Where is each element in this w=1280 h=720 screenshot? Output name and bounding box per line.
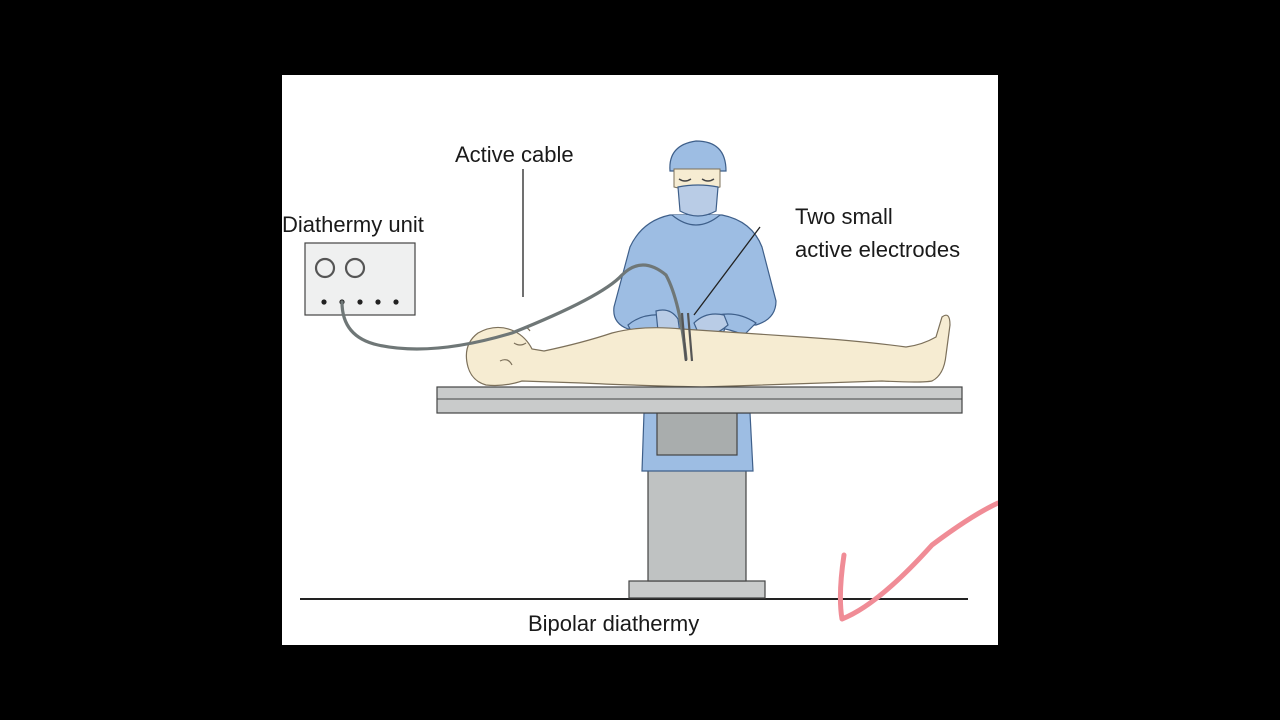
pedestal-upper [656,412,738,456]
diagram-caption: Bipolar diathermy [528,611,700,636]
unit-dial-right [344,257,366,279]
label-diathermy-unit: Diathermy unit [282,212,424,237]
label-electrodes-line1: Two small [795,204,893,229]
table-base [628,580,766,599]
table-pedestal [647,454,747,582]
active-cable [340,263,688,361]
unit-dial-left [314,257,336,279]
operating-table-top [436,386,963,414]
check-mark-icon [837,500,998,622]
label-electrodes: Two small active electrodes [795,200,960,266]
label-active-cable: Active cable [455,142,574,167]
electrode-right [686,312,694,362]
diagram-illustration [300,140,998,622]
diathermy-unit [304,242,416,316]
electrode-left [680,312,688,362]
patient [465,314,951,388]
diagram-panel: Active cable Diathermy unit Two small ac… [282,75,998,645]
leader-electrodes [693,226,761,316]
label-electrodes-line2: active electrodes [795,237,961,262]
